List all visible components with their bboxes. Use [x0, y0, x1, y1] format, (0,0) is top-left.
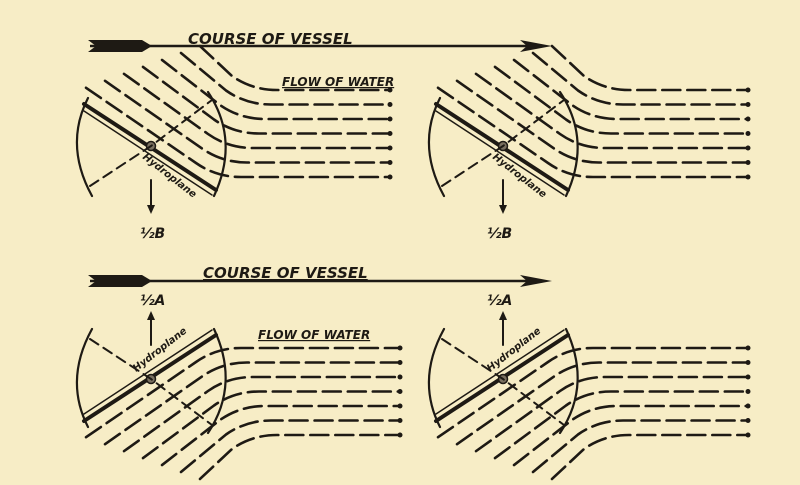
normal-line [441, 99, 565, 187]
flow-arrow-tip [397, 403, 403, 409]
flow-arrow-tip [387, 145, 393, 151]
flow-line [550, 433, 750, 481]
flow-line [84, 346, 402, 439]
flow-line [103, 79, 392, 164]
force-arrow-head [499, 311, 507, 320]
flow-line [436, 86, 750, 179]
arrow-head [520, 40, 552, 52]
arc-right [206, 90, 227, 198]
flow-line [531, 51, 750, 106]
flow-arrow-tip [387, 131, 393, 136]
panel-top-right [427, 44, 751, 214]
arc-right [558, 327, 579, 435]
flow-arrow-tip [745, 102, 751, 107]
panel-bottom-right [427, 311, 751, 481]
flow-arrow-tip [397, 432, 403, 438]
force-arrow-head [499, 205, 507, 214]
hydroplane-plate-edge [83, 110, 213, 196]
flow-arrow-tip [745, 345, 751, 351]
panel-bottom-left [75, 311, 403, 481]
hydroplane-plate-edge [435, 329, 565, 415]
flow-arrow-tip [745, 374, 751, 380]
flow-line [122, 72, 392, 150]
force-arrow-head [147, 205, 155, 214]
panel-top-left [75, 44, 393, 214]
flow-line [550, 44, 750, 92]
flow-line [531, 419, 750, 474]
course-label-top: COURSE OF VESSEL [188, 30, 353, 48]
flow-arrow-tip [745, 403, 751, 409]
normal-line [89, 99, 213, 187]
flow-arrow-tip [397, 360, 403, 365]
flow-line [122, 375, 402, 453]
arc-right [206, 327, 227, 435]
normal-line [89, 338, 213, 426]
flow-arrow-tip [387, 174, 393, 180]
arrow-fletching [88, 40, 152, 52]
flow-arrow-tip [745, 360, 751, 365]
flow-arrow-tip [397, 389, 403, 394]
force-a-label-1: ½A [140, 293, 165, 309]
flow-arrow-tip [745, 389, 751, 394]
flow-line [103, 361, 402, 446]
course-arrow-bottom [88, 275, 552, 287]
flow-line [198, 433, 402, 481]
flow-arrow-tip [397, 418, 403, 423]
flow-arrow-tip [387, 116, 393, 122]
flow-line [455, 361, 750, 446]
arrow-head [520, 275, 552, 287]
normal-line [441, 338, 565, 426]
flow-arrow-tip [745, 160, 751, 165]
flow-arrow-tip [745, 432, 751, 438]
flow-line [84, 86, 392, 179]
force-a-label-2: ½A [487, 293, 512, 309]
hydroplane-plate-edge [435, 110, 565, 196]
hydroplane-plate-edge [83, 329, 213, 415]
flow-arrow-tip [387, 87, 393, 93]
course-arrow-top [88, 40, 552, 52]
flow-line [474, 72, 750, 150]
flow-label-top: FLOW OF WATER [282, 75, 394, 89]
flow-line [455, 79, 750, 164]
flow-line [493, 65, 750, 135]
flow-arrow-tip [745, 131, 751, 136]
flow-arrow-tip [387, 102, 393, 107]
flow-arrow-tip [745, 174, 751, 180]
arc-left [427, 327, 446, 429]
flow-label-bottom: FLOW OF WATER [258, 328, 370, 342]
force-b-label-1: ½B [140, 226, 165, 242]
flow-line [179, 419, 402, 474]
flow-line [141, 65, 392, 135]
flow-line [179, 51, 392, 106]
arc-left [427, 96, 446, 198]
flow-arrow-tip [397, 374, 403, 380]
flow-line [493, 390, 750, 460]
course-label-bottom: COURSE OF VESSEL [203, 264, 368, 282]
arc-left [75, 96, 94, 198]
flow-arrow-tip [397, 345, 403, 351]
force-b-label-2: ½B [487, 226, 512, 242]
arc-left [75, 327, 94, 429]
flow-arrow-tip [745, 145, 751, 151]
flow-line [141, 390, 402, 460]
arc-right [558, 90, 579, 198]
flow-arrow-tip [745, 116, 751, 122]
flow-arrow-tip [387, 160, 393, 165]
flow-line [198, 44, 392, 92]
flow-arrow-tip [745, 87, 751, 93]
force-arrow-head [147, 311, 155, 320]
flow-line [474, 375, 750, 453]
arrow-fletching [88, 275, 152, 287]
flow-arrow-tip [745, 418, 751, 423]
flow-line [436, 346, 750, 439]
